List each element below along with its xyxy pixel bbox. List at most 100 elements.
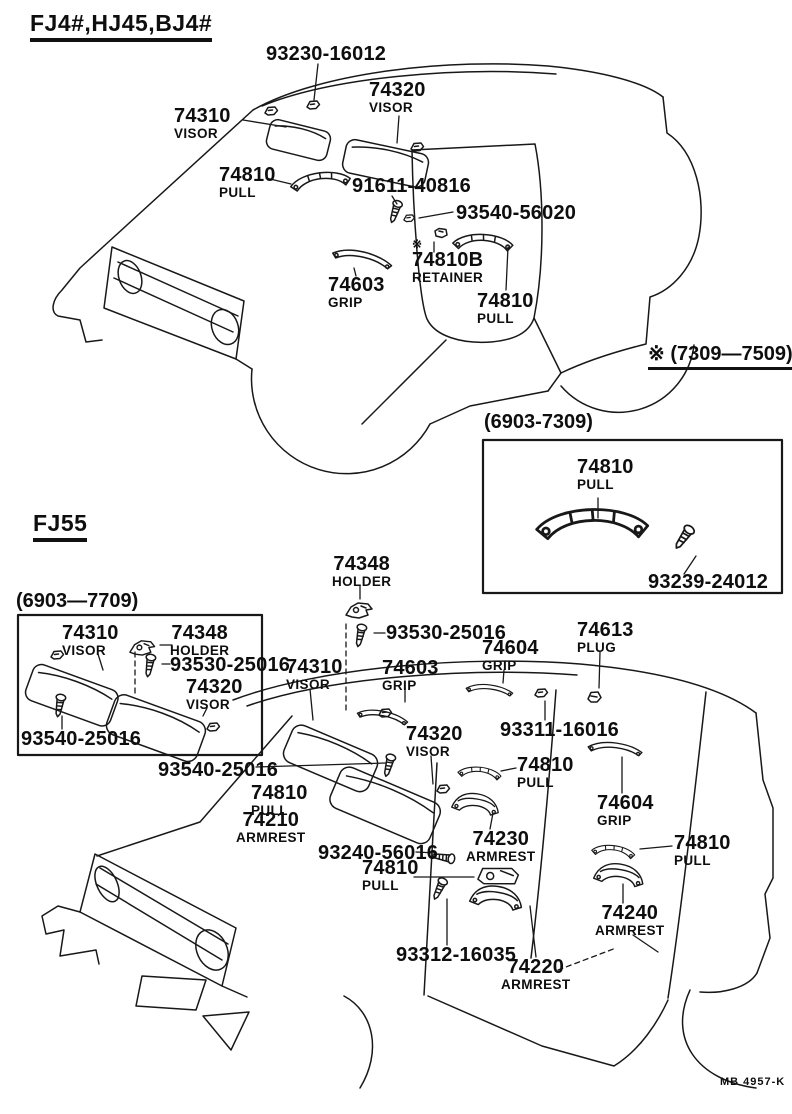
part-number: 93230-16012 [266,43,387,65]
part-number: 93530-25016 [386,622,507,644]
label-74310-visor-inset: 74310 VISOR [62,623,119,660]
part-caption: GRIP [328,295,363,311]
fj40-vehicle-outline [52,63,702,475]
label-74348-holder-inset: 74348 HOLDER [170,623,229,660]
part-number: 93240-56016 [318,842,439,864]
part-number: 74348 [333,553,391,575]
grip-sketch-74604-b [586,738,644,759]
clip-sketch-visor-b [436,784,451,794]
label-74810-pull-left: 74810 PULL [251,783,308,820]
part-caption: ARMREST [501,977,571,993]
label-93530-25016-inset: 93530-25016 [170,654,291,676]
part-caption: VISOR [62,643,107,659]
screw-sketch-93530 [352,622,369,649]
part-number: 74810 [362,857,419,879]
fj40-part-sketches [264,100,515,273]
clip-sketch-93230 [306,100,321,110]
label-74210-armrest: 74210 ARMREST [236,810,306,847]
label-93230-16012: 93230-16012 [266,43,387,65]
label-74220-armrest: 74220 ARMREST [501,957,571,994]
part-caption: VISOR [174,126,219,142]
visor-sketch-74320-main [329,766,442,845]
fj40-leader-lines [242,63,509,291]
screw-sketch-93312 [429,875,450,902]
pull-sketch-74810-a [288,168,352,193]
armrest-sketch-74230 [450,789,502,817]
label-74348-holder-main: 74348 HOLDER [332,554,391,591]
label-74310-visor-main: 74310 VISOR [286,657,343,694]
label-74230-armrest: 74230 ARMREST [466,829,536,866]
fj55-leader-lines [255,585,673,958]
part-number: 74810 [517,754,574,776]
visor-sketch-74310-inset [24,663,119,727]
label-74810b-retainer: ※ 74810B RETAINER [412,238,483,287]
fj55-vehicle-outline [41,660,774,1089]
part-caption: HOLDER [170,643,230,659]
clip-sketch-93540-56020 [403,214,416,223]
inset-7709-parts [24,640,221,763]
part-number: 93540-25016 [158,759,279,781]
part-caption: ARMREST [466,849,536,865]
label-93239-24012: 93239-24012 [648,571,769,593]
part-caption: ARMREST [236,830,306,846]
label-74810-pull-rear: 74810 PULL [674,833,731,870]
screw-sketch-91611 [386,198,404,225]
part-caption: GRIP [482,658,517,674]
part-number: 74604 [597,792,654,814]
label-93540-25016-inset: 93540-25016 [21,729,141,750]
inset-7709-title: (6903—7709) [16,590,139,612]
part-number: 91611-40816 [352,175,471,197]
part-number: 74220 [507,956,565,978]
part-number: 74240 [601,902,659,924]
part-number: 74603 [382,657,439,679]
grip-sketch-74604-a [465,681,514,699]
part-number: 93312-16035 [396,944,517,966]
section-title-fj55: FJ55 [33,512,88,542]
label-74810-pull-midleft: 74810 PULL [362,858,419,895]
label-93311-16016: 93311-16016 [500,720,619,741]
label-91611-40816: 91611-40816 [352,175,471,197]
part-number: 74320 [186,676,243,698]
part-number: 74810 [219,164,276,186]
part-number: 74310 [174,105,231,127]
part-caption: PULL [219,185,256,201]
part-caption: PULL [477,311,514,327]
label-93240-56016: 93240-56016 [318,842,439,864]
armrest-sketch-74220 [468,881,525,913]
part-number: 93540-56020 [456,202,577,224]
part-number: 74810 [674,832,731,854]
inset-6903-7309-box [481,438,784,595]
part-number: 93239-24012 [648,571,769,593]
pull-sketch-74810-rear [590,842,637,861]
part-caption: PLUG [577,640,617,656]
label-74810-pull-mid: 74810 PULL [517,755,574,792]
clip-sketch-inset-b [206,722,221,732]
part-caption: VISOR [286,677,331,693]
part-caption: HOLDER [332,574,392,590]
label-74604-grip-a: 74604 GRIP [482,638,539,675]
part-number: 74320 [369,79,426,101]
part-number: 74810 [251,782,308,804]
label-74320-visor-main: 74320 VISOR [406,724,463,761]
page-code: MB 4957-K [720,1076,786,1088]
pull-sketch-74810-inset [535,508,650,541]
label-74613-plug: 74613 PLUG [577,620,634,657]
inset-6903-7709-box [16,613,264,757]
part-number: 74320 [406,723,463,745]
part-caption: GRIP [382,678,417,694]
part-number: 74810 [577,456,634,478]
label-93530-25016-main: 93530-25016 [386,622,507,644]
part-caption: VISOR [186,697,231,713]
part-number: 74230 [472,828,530,850]
label-74604-grip-b: 74604 GRIP [597,793,654,830]
part-caption: VISOR [369,100,414,116]
label-93540-56020: 93540-56020 [456,202,577,224]
grip-sketch-74603-front [331,244,394,273]
part-caption: RETAINER [412,270,484,286]
label-74320-visor-front: 74320 VISOR [369,80,426,117]
part-number: 93530-25016 [170,654,291,676]
inset-7309-title: (6903-7309) [484,411,593,433]
screw-sketch-93530-inset [142,652,157,679]
section-title-fj40: FJ4#,HJ45,BJ4# [30,12,213,42]
